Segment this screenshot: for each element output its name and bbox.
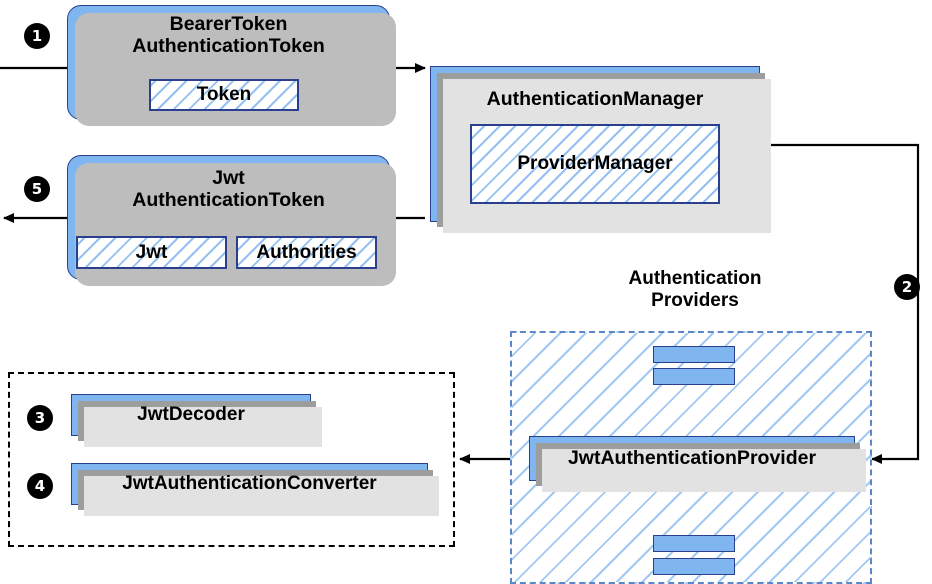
authorities-slot: Authorities bbox=[236, 236, 377, 269]
jwt-authentication-converter-label: JwtAuthenticationConverter bbox=[122, 473, 377, 495]
jwt-authentication-provider-node[interactable]: JwtAuthenticationProvider bbox=[529, 436, 866, 492]
step-marker-5: 5 bbox=[25, 177, 49, 201]
providers-caption-line-1: Authentication bbox=[628, 268, 762, 289]
provider-bar-bottom-1 bbox=[653, 535, 735, 552]
jwt-decoder-label: JwtDecoder bbox=[137, 404, 245, 426]
step-marker-2: 2 bbox=[895, 275, 919, 299]
step-marker-4: 4 bbox=[28, 474, 52, 498]
provider-manager-slot: ProviderManager bbox=[470, 124, 720, 204]
jwt-decoder-node[interactable]: JwtDecoder bbox=[71, 394, 322, 447]
provider-bar-top-2 bbox=[653, 368, 735, 385]
bearer-token-line-1: BearerToken bbox=[169, 13, 288, 35]
authentication-manager-title: AuthenticationManager bbox=[486, 88, 704, 110]
jwt-token-line-1: Jwt bbox=[212, 167, 245, 189]
jwt-authentication-converter-node[interactable]: JwtAuthenticationConverter bbox=[71, 463, 439, 516]
step-marker-1: 1 bbox=[25, 24, 49, 48]
providers-caption-line-2: Providers bbox=[651, 289, 739, 311]
provider-bar-top-1 bbox=[653, 346, 735, 363]
jwt-token-line-2: AuthenticationToken bbox=[132, 188, 325, 211]
step-marker-3: 3 bbox=[28, 406, 52, 430]
jwt-slot: Jwt bbox=[76, 236, 227, 269]
provider-bar-bottom-2 bbox=[653, 558, 735, 575]
jwt-authentication-provider-label: JwtAuthenticationProvider bbox=[567, 446, 817, 469]
bearer-token-line-2: AuthenticationToken bbox=[132, 34, 325, 57]
token-slot: Token bbox=[149, 79, 299, 111]
authentication-providers-caption: Authentication Providers bbox=[595, 268, 795, 312]
